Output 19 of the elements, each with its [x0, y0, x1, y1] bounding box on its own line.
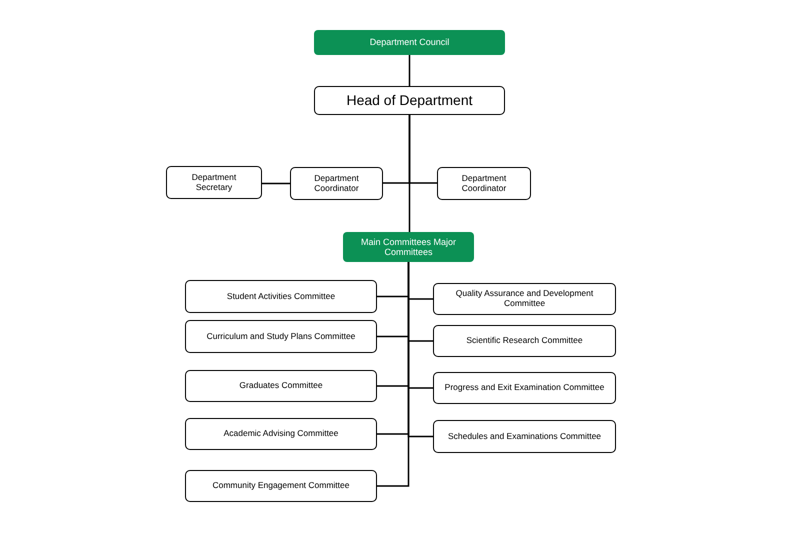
- org-box: Head of Department: [314, 86, 505, 115]
- org-box: Student Activities Committee: [185, 280, 377, 313]
- group-header-box: Department Council: [314, 30, 505, 55]
- org-box: Curriculum and Study Plans Committee: [185, 320, 377, 353]
- org-box: Academic Advising Committee: [185, 418, 377, 450]
- connector-line: [262, 182, 290, 184]
- org-box: Progress and Exit Examination Committee: [433, 372, 616, 404]
- connector-line: [408, 115, 410, 232]
- org-box: Schedules and Examinations Committee: [433, 420, 616, 453]
- org-box: Graduates Committee: [185, 370, 377, 402]
- org-box: Quality Assurance and Development Committee: [433, 283, 616, 315]
- group-header-box: Main Committees Major Committees: [343, 232, 474, 262]
- org-box: Department Secretary: [166, 166, 262, 199]
- org-box: Department Coordinator: [437, 167, 531, 200]
- connector-line: [408, 55, 410, 86]
- org-box: Scientific Research Committee: [433, 325, 616, 357]
- connector-line: [377, 262, 410, 487]
- org-box: Department Coordinator: [290, 167, 383, 200]
- org-box: Community Engagement Committee: [185, 470, 377, 502]
